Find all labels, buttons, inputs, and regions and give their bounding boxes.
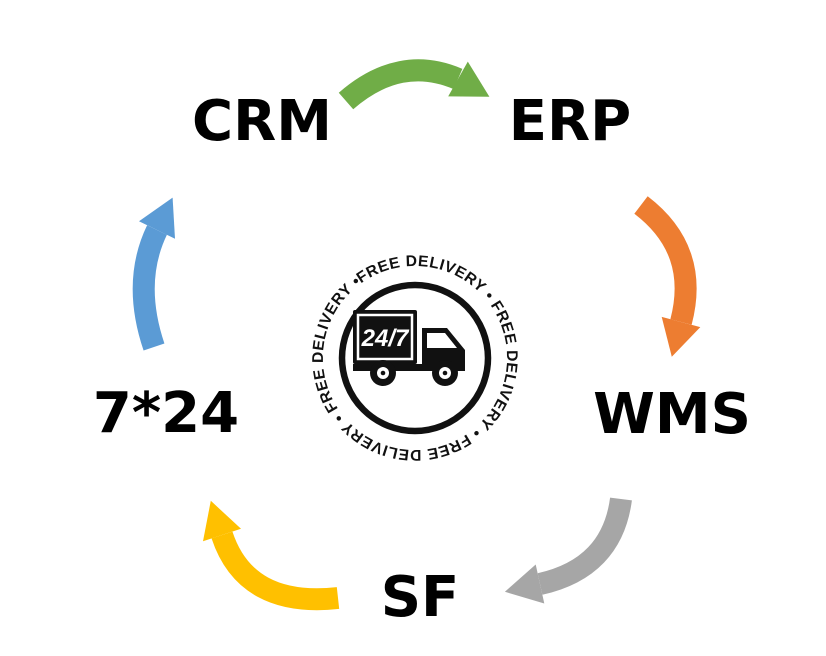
node-label-erp: ERP [508,89,632,154]
arrow-shaft [211,531,340,611]
arrow-wms-to-sf [504,497,632,604]
arrow-head [139,197,175,239]
node-label-crm: CRM [192,89,332,154]
delivery-truck-icon: 24/7 [353,310,465,386]
truck-rear-wheel-hub [380,370,386,376]
arrow-head [661,316,701,357]
arrow-7x24-to-crm [132,197,175,351]
arrow-shaft [634,196,697,325]
arrow-shaft [338,59,463,110]
truck-cargo-box-border [356,313,414,361]
arrow-shaft [537,497,632,595]
truck-24-7-label: 24/7 [361,325,410,352]
arrow-shaft [132,225,168,351]
arrow-crm-to-erp [338,59,490,110]
arrow-sf-to-7x24 [203,500,340,611]
node-label-sf: SF [380,565,460,630]
arrow-head [203,500,241,542]
truck-chassis [353,364,465,371]
truck-front-wheel-hub [442,370,448,376]
truck-window [427,333,457,348]
free-delivery-badge: FREE DELIVERY • FREE DELIVERY • FREE DEL… [268,211,562,505]
arrow-erp-to-wms [634,196,701,357]
arrow-head [448,61,490,97]
truck-cargo-box [353,310,417,364]
node-label-7x24: 7*24 [92,381,240,446]
arrow-head [504,564,545,604]
node-label-wms: WMS [593,382,751,447]
